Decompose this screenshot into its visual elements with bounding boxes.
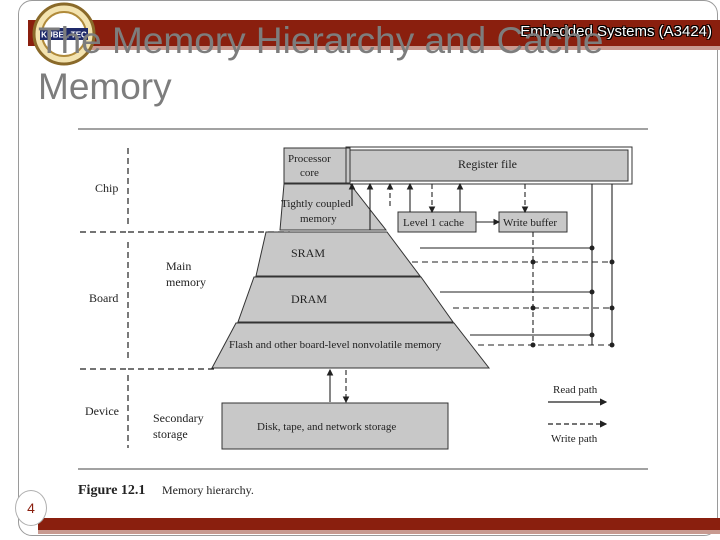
processor-label-1: Processor	[288, 153, 331, 165]
register-file-box	[349, 149, 629, 182]
storage-box	[221, 402, 449, 450]
flash-level	[211, 322, 491, 369]
memory-pyramid	[211, 147, 491, 369]
footer-bar	[38, 518, 720, 530]
tcm-label-2: memory	[300, 213, 337, 225]
chip-label: Chip	[95, 181, 118, 195]
write-path-legend-label: Write path	[551, 433, 598, 445]
main-memory-label-2: memory	[166, 275, 206, 289]
slide-frame	[18, 0, 718, 536]
processor-label-2: core	[300, 167, 319, 179]
slide-title: The Memory Hierarchy and Cache Memory	[38, 18, 678, 110]
tcm-label-1: Tightly coupled	[281, 198, 351, 210]
board-label: Board	[89, 291, 118, 305]
l1-cache-label: Level 1 cache	[403, 217, 464, 229]
main-memory-label-1: Main	[166, 259, 191, 273]
header-bar-shadow	[88, 46, 720, 50]
footer-bar-shadow	[38, 530, 720, 534]
write-buffer-label: Write buffer	[503, 217, 557, 229]
figure-caption-text: Memory hierarchy.	[162, 483, 254, 497]
sram-level	[255, 231, 421, 277]
level-separators	[80, 148, 290, 448]
dram-level	[237, 276, 454, 323]
slide-title-line-2: Memory	[38, 66, 172, 107]
slide-title-line-1: The Memory Hierarchy and Cache	[38, 20, 604, 61]
header-bar	[88, 20, 720, 46]
flash-label: Flash and other board-level nonvolatile …	[229, 339, 442, 351]
page-number: 4	[15, 490, 47, 526]
sram-label: SRAM	[291, 246, 325, 260]
path-junctions	[530, 245, 615, 348]
logo-text: KUBEL TEC	[41, 31, 87, 40]
tcm-level	[279, 183, 388, 231]
storage-label: Disk, tape, and network storage	[257, 421, 396, 433]
secondary-storage-label-1: Secondary	[153, 411, 204, 425]
device-label: Device	[85, 404, 119, 418]
figure-caption-label: Figure 12.1	[78, 483, 145, 498]
register-file-label: Register file	[458, 157, 517, 171]
read-path-legend-label: Read path	[553, 384, 598, 396]
secondary-storage-label-2: storage	[153, 427, 188, 441]
dram-label: DRAM	[291, 292, 327, 306]
course-name: Embedded Systems (A3424)	[520, 23, 712, 40]
university-logo: KUBEL TEC	[32, 2, 96, 66]
